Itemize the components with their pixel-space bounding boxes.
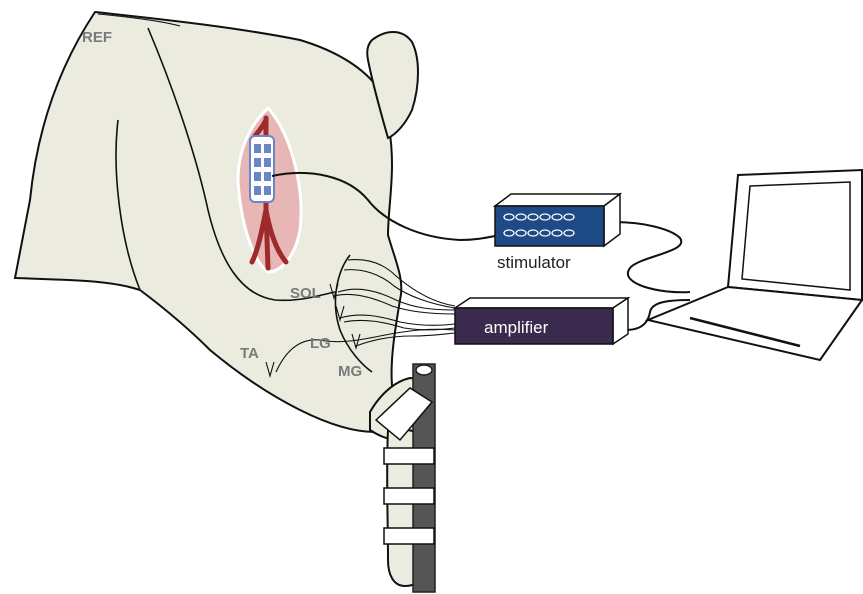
label-amplifier: amplifier bbox=[484, 318, 549, 337]
foot-strap-3 bbox=[384, 528, 434, 544]
label-ta: TA bbox=[240, 345, 259, 362]
cable-stimulator-to-laptop bbox=[614, 222, 690, 292]
amplifier-top bbox=[455, 298, 628, 308]
rat-body bbox=[15, 12, 430, 586]
label-mg: MG bbox=[338, 363, 362, 380]
label-lg: LG bbox=[310, 335, 331, 352]
label-sol: SOL bbox=[290, 285, 321, 302]
foot-strap-1 bbox=[384, 448, 434, 464]
laptop-base bbox=[648, 287, 862, 360]
stimulator-front bbox=[495, 206, 604, 246]
electrode-array-icon bbox=[250, 136, 274, 202]
label-stimulator: stimulator bbox=[497, 253, 571, 272]
laptop-icon bbox=[648, 170, 862, 360]
stand-knob bbox=[416, 365, 432, 375]
stimulator-device bbox=[495, 194, 620, 246]
laptop-screen bbox=[728, 170, 862, 300]
label-ref: REF bbox=[82, 29, 112, 46]
foot-strap-2 bbox=[384, 488, 434, 504]
stimulator-top bbox=[495, 194, 620, 206]
